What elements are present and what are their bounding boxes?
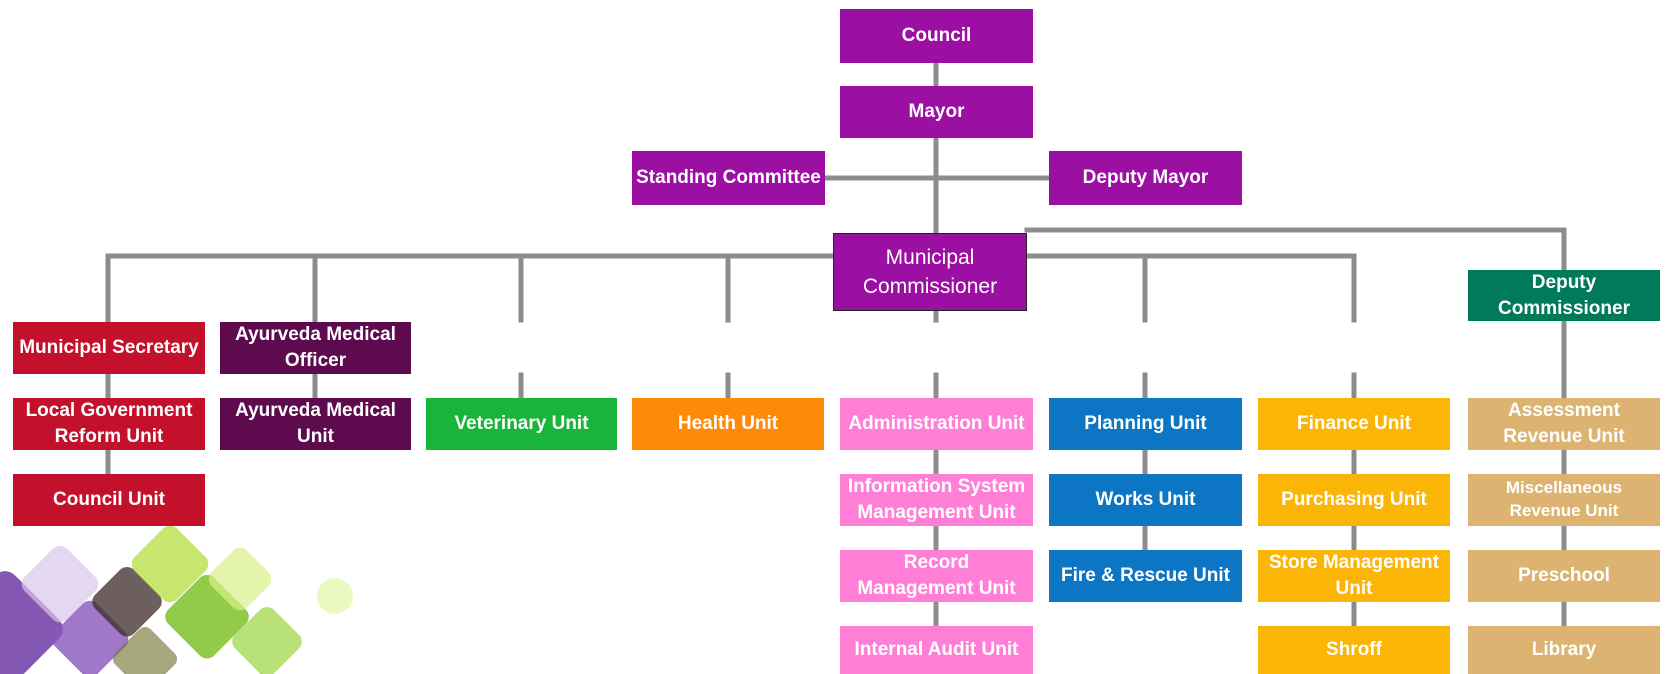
council-node: Council <box>840 9 1033 63</box>
ayurveda-medical-unit-node: Ayurveda Medical Unit <box>220 398 411 450</box>
council-unit-node: Council Unit <box>13 474 205 526</box>
record-management-unit-node: Record Management Unit <box>840 550 1033 602</box>
internal-audit-unit-node: Internal Audit Unit <box>840 626 1033 674</box>
assessment-revenue-unit-node: Assessment Revenue Unit <box>1468 398 1660 450</box>
miscellaneous-revenue-unit-node: Miscellaneous Revenue Unit <box>1468 474 1660 526</box>
store-management-unit-node: Store Management Unit <box>1258 550 1450 602</box>
works-unit-node: Works Unit <box>1049 474 1242 526</box>
deputy-commissioner-node: Deputy Commissioner <box>1468 270 1660 321</box>
mayor-node: Mayor <box>840 86 1033 138</box>
municipal-commissioner-node: Municipal Commissioner <box>833 233 1027 311</box>
decorative-tiles <box>0 525 353 674</box>
ayurveda-medical-officer-node: Ayurveda Medical Officer <box>220 322 411 374</box>
health-unit-node: Health Unit <box>632 398 824 450</box>
standing-committee-node: Standing Committee <box>632 151 825 205</box>
shroff-node: Shroff <box>1258 626 1450 674</box>
veterinary-unit-node: Veterinary Unit <box>426 398 617 450</box>
deputy-mayor-node: Deputy Mayor <box>1049 151 1242 205</box>
information-system-management-unit-node: Information System Management Unit <box>840 474 1033 526</box>
local-government-reform-unit-node: Local Government Reform Unit <box>13 398 205 450</box>
planning-unit-node: Planning Unit <box>1049 398 1242 450</box>
fire-rescue-unit-node: Fire & Rescue Unit <box>1049 550 1242 602</box>
preschool-node: Preschool <box>1468 550 1660 602</box>
library-node: Library <box>1468 626 1660 674</box>
municipal-secretary-node: Municipal Secretary <box>13 322 205 374</box>
finance-unit-node: Finance Unit <box>1258 398 1450 450</box>
administration-unit-node: Administration Unit <box>840 398 1033 450</box>
purchasing-unit-node: Purchasing Unit <box>1258 474 1450 526</box>
